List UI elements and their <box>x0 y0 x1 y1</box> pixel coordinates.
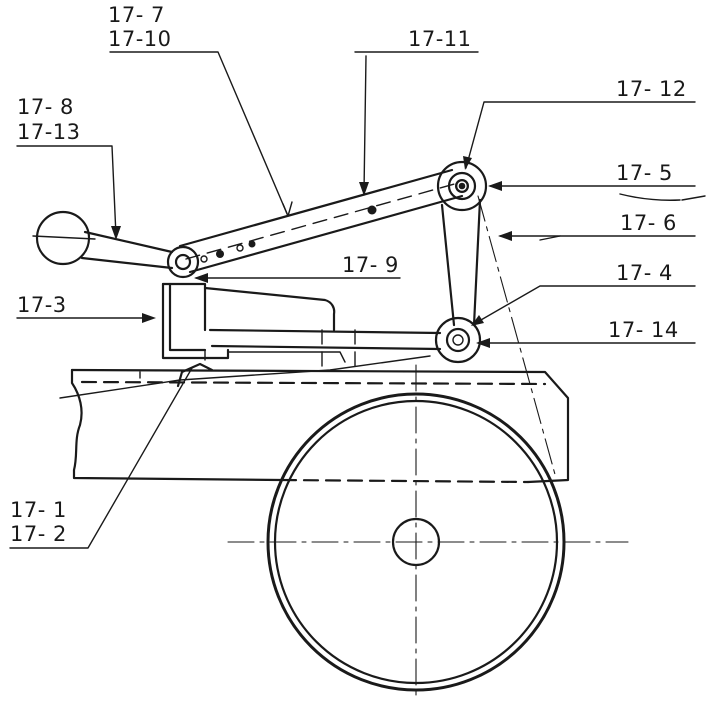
label-17-14: 17- 14 <box>608 318 679 342</box>
label-17-5: 17- 5 <box>616 161 673 185</box>
lever-arm <box>178 168 464 274</box>
lower-pivot <box>434 316 482 364</box>
label-17-9: 17- 9 <box>342 253 399 277</box>
leader-lines <box>9 51 706 549</box>
label-17-13: 17-13 <box>17 120 81 144</box>
label-17-1: 17- 1 <box>10 498 67 522</box>
label-17-4: 17- 4 <box>616 261 673 285</box>
wheel <box>227 364 629 701</box>
callout-labels: 17- 7 17-10 17-11 17- 8 17-13 17- 12 17-… <box>10 3 687 546</box>
front-link <box>440 195 557 479</box>
label-17-8: 17- 8 <box>17 95 74 119</box>
label-17-2: 17- 2 <box>10 522 67 546</box>
label-17-10: 17-10 <box>108 27 172 51</box>
label-17-11: 17-11 <box>408 27 472 51</box>
chassis-frame <box>70 368 570 484</box>
upper-pivot <box>436 160 488 212</box>
left-pivot <box>166 245 200 279</box>
label-17-12: 17- 12 <box>616 77 687 101</box>
label-17-7: 17- 7 <box>108 3 165 27</box>
base-bracket <box>161 282 442 388</box>
label-17-3: 17-3 <box>17 293 67 317</box>
label-17-6: 17- 6 <box>620 211 677 235</box>
handle <box>32 210 174 270</box>
